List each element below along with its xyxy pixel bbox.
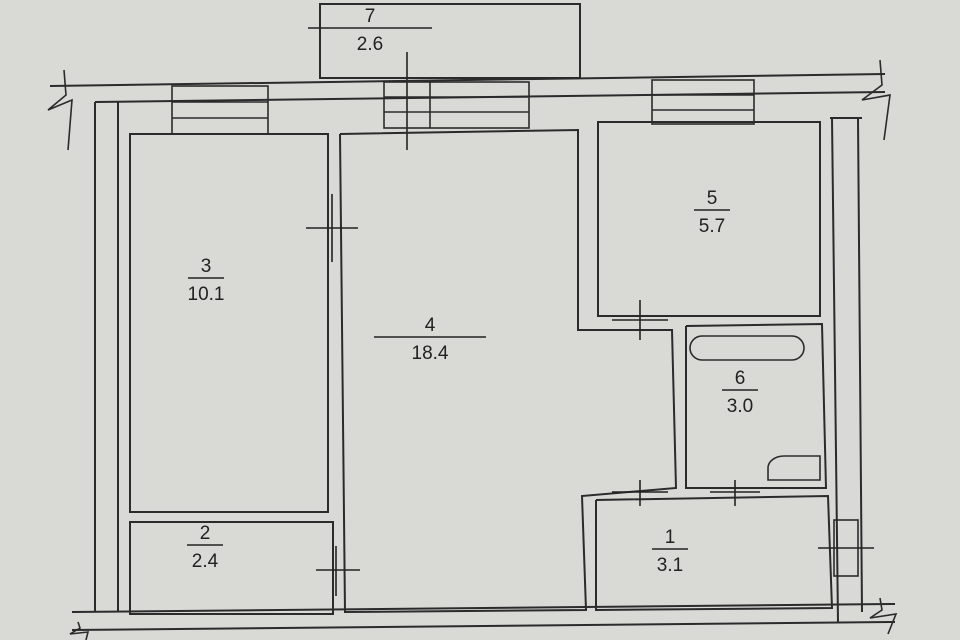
room-3-label: 310.1 [188, 256, 225, 305]
room-6-outline [685, 322, 828, 489]
room-4-label: 418.4 [374, 315, 486, 364]
toilet-icon [767, 455, 821, 481]
room-area: 5.7 [699, 216, 725, 237]
room-number: 5 [707, 188, 718, 209]
room-number: 1 [665, 527, 676, 548]
room-5-label: 55.7 [694, 188, 730, 237]
door-room-2 [316, 546, 360, 596]
room-area: 3.1 [657, 555, 683, 576]
outer-walls [49, 73, 896, 631]
room-number: 2 [200, 523, 211, 544]
room-number: 4 [425, 315, 436, 336]
room-1-label: 13.1 [652, 527, 688, 576]
wall-break-marks [47, 59, 898, 640]
room-2-label: 22.4 [187, 523, 223, 572]
room-area: 10.1 [188, 284, 225, 305]
room-2-outline [129, 521, 334, 615]
balcony-outline [319, 3, 581, 79]
room-number: 7 [365, 6, 376, 27]
room-4-outline [339, 128, 678, 614]
window-center [383, 81, 530, 129]
room-area: 3.0 [727, 396, 753, 417]
room-number: 6 [735, 368, 746, 389]
door-room-5 [612, 300, 668, 340]
room-area: 18.4 [412, 343, 449, 364]
bathtub-icon [689, 335, 805, 361]
room-1-outline [595, 494, 834, 612]
room-number: 3 [201, 256, 212, 277]
room-7-label: 72.6 [308, 6, 432, 55]
room-3-outline [129, 133, 329, 513]
window-right [651, 79, 755, 125]
door-room-1 [818, 519, 874, 577]
room-area: 2.4 [192, 551, 219, 572]
room-6-label: 63.0 [722, 368, 758, 417]
door-room-3 [306, 194, 358, 262]
room-area: 2.6 [357, 34, 383, 55]
room-5-outline [597, 121, 821, 317]
door-room-6 [612, 480, 760, 506]
